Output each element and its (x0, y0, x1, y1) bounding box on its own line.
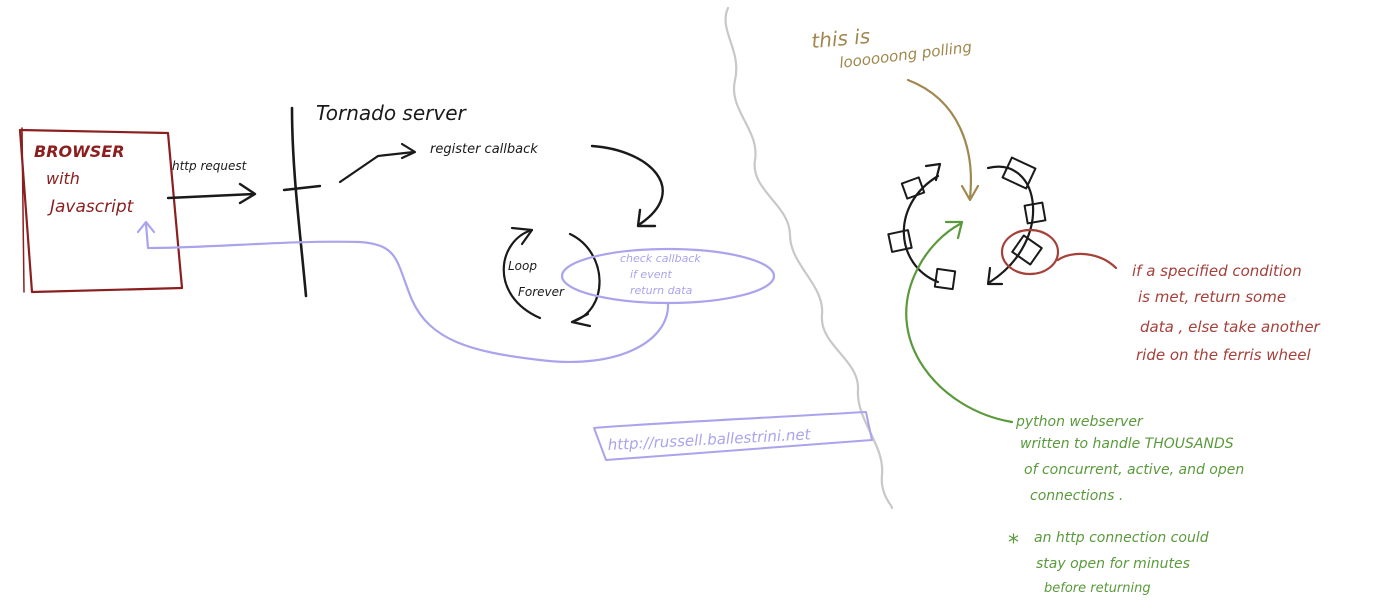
webserver-line4: connections . (1030, 488, 1123, 504)
condition-line1: if a specified condition (1132, 262, 1302, 280)
long-polling-arrow (906, 78, 972, 200)
register-callback-label: register callback (430, 142, 538, 157)
return-data-arrowhead (136, 220, 156, 234)
ferris-wheel-arc-right (986, 165, 1035, 284)
if-event-label: if event (630, 268, 672, 281)
footnote-line2: stay open for minutes (1036, 556, 1190, 572)
ferris-car-3 (933, 267, 957, 291)
ferris-wheel-arc-left (902, 174, 940, 284)
condition-line4: ride on the ferris wheel (1136, 346, 1312, 364)
long-polling-line1: this is (810, 24, 871, 53)
ferris-car-6 (1011, 234, 1043, 266)
webserver-arrow (905, 222, 1014, 424)
footnote-line3: before returning (1044, 581, 1151, 596)
browser-box (18, 127, 184, 294)
long-polling-arrowhead (960, 184, 980, 202)
forever-label: Forever (518, 285, 565, 299)
loop-label: Loop (508, 259, 537, 273)
url-box (593, 411, 873, 461)
loop-arc-left-arrowhead (510, 226, 534, 246)
footnote-star: * (1008, 531, 1019, 556)
http-request-arrow (166, 192, 256, 200)
webserver-line2: written to handle THOUSANDS (1020, 436, 1234, 452)
check-callback-label: check callback (620, 252, 701, 265)
server-tick-mark (282, 184, 322, 192)
ferris-wheel-top-arrowhead (924, 162, 942, 182)
callback-to-loop-arrowhead (636, 208, 657, 228)
loop-arc-right-arrowhead (570, 312, 592, 328)
webserver-line1: python webserver (1015, 414, 1144, 430)
return-data-path (144, 222, 670, 364)
ferris-wheel-bottom-arrowhead (986, 266, 1004, 286)
condition-connector (1056, 252, 1118, 270)
return-data-label: return data (630, 284, 693, 297)
browser-with-label: with (46, 169, 80, 188)
condition-line2: is met, return some (1138, 288, 1286, 306)
ferris-car-4 (1001, 156, 1037, 190)
tornado-server-line (290, 106, 308, 298)
loop-arc-left (502, 228, 542, 320)
loop-arc-right (568, 232, 601, 324)
ferris-car-1 (900, 176, 926, 200)
webserver-line3: of concurrent, active, and open (1024, 462, 1244, 478)
http-request-label: http request (172, 159, 248, 173)
register-callback-arrow (338, 150, 416, 184)
register-callback-arrowhead (400, 142, 417, 160)
condition-line3: data , else take another (1140, 318, 1321, 336)
url-label: http://russell.ballestrini.net (607, 425, 812, 454)
http-request-arrowhead (238, 182, 257, 205)
ferris-car-2 (887, 229, 913, 253)
section-divider (724, 6, 894, 510)
ferris-car-5 (1023, 201, 1047, 225)
browser-title: BROWSER (34, 142, 125, 161)
callback-to-loop-arrow (590, 144, 664, 226)
condition-highlight-ellipse (1000, 228, 1060, 276)
footnote-line1: an http connection could (1034, 530, 1209, 546)
tornado-server-title: Tornado server (316, 101, 468, 125)
webserver-arrowhead (944, 220, 964, 240)
browser-javascript-label: Javascript (47, 197, 135, 217)
